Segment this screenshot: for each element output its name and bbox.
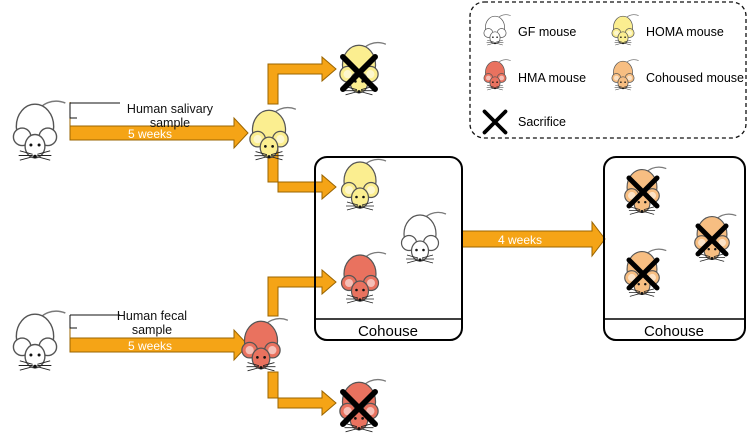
cohouse-box-1: Cohouse [314,156,463,341]
top-sample-bracket [69,103,77,119]
gf-mouse-bottom [12,310,67,371]
top-branch-up-arrow [267,55,337,105]
cohouse1-homa-mouse [340,158,387,211]
four-weeks-label: 4 weeks [498,233,542,247]
legend-sacrifice-label: Sacrifice [518,115,566,129]
cohouse-box-2-frame [603,156,746,341]
bottom-branch-down-arrow [267,371,337,417]
legend-cohoused-label: Cohoused mouse [646,71,744,85]
arrows [69,55,606,417]
bottom-sample-label-line1: Human fecal [117,309,187,323]
cohouse1-hma-mouse [340,251,387,304]
top-sample-label-line2: sample [150,116,190,130]
top-duration-label: 5 weeks [128,127,172,141]
top-branch-down-arrow [267,145,337,201]
four-weeks-arrow [461,220,606,258]
bottom-branch-up-arrow [267,268,337,317]
legend: GF mouse HOMA mouse HMA mouse Cohoused m… [469,1,747,139]
cohouse-box-2-label: Cohouse [644,323,704,340]
cohouse-box-2: Cohouse [603,156,746,341]
legend-homa-label: HOMA mouse [646,25,724,39]
top-sample-label-line1: Human salivary [127,102,214,116]
bottom-sample-label-line2: sample [132,323,172,337]
cohouse-box-1-frame [314,156,463,341]
legend-box [469,1,747,139]
top-5-weeks-arrow [69,102,249,150]
homa-mouse-colonized [249,106,297,161]
legend-gf-label: GF mouse [518,25,576,39]
cohouse1-gf-mouse [400,211,447,264]
cohouse-box-1-label: Cohouse [358,323,418,340]
bottom-sample-bracket [69,315,77,329]
bottom-duration-label: 5 weeks [128,339,172,353]
gf-mouse-top [12,100,67,161]
hma-mouse-colonized [241,317,289,372]
legend-hma-label: HMA mouse [518,71,586,85]
